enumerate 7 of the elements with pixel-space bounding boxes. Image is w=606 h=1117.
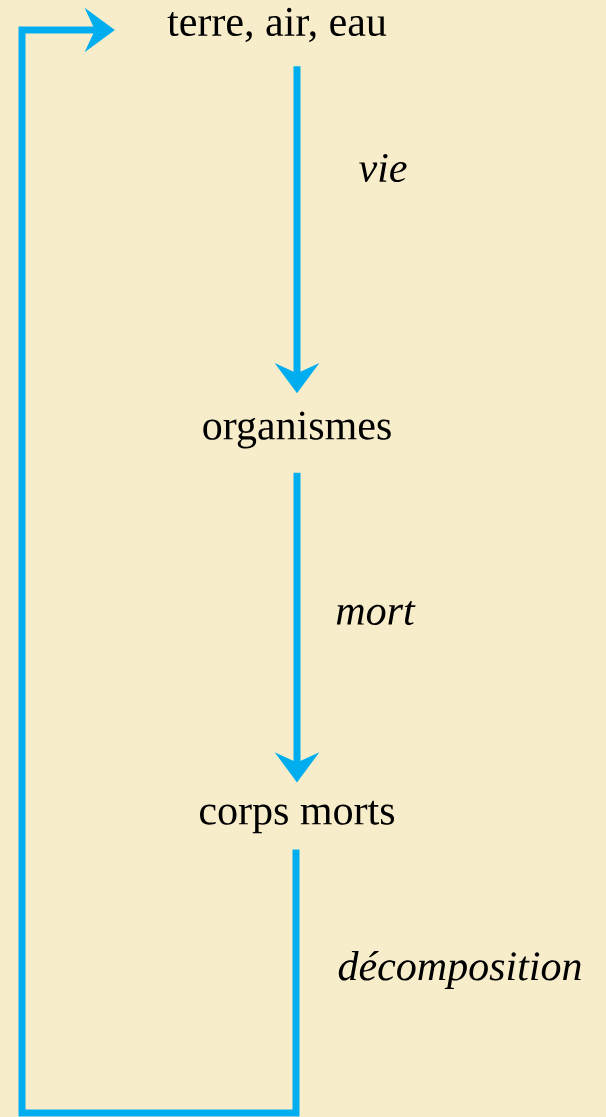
edge-label: vie — [359, 153, 407, 183]
arrow — [18, 7, 300, 1117]
edge-label: décomposition — [338, 950, 581, 990]
node-text: corps morts — [200, 800, 395, 834]
node-text: terre, air, eau — [167, 7, 387, 43]
edge-label: mort — [336, 600, 416, 625]
node-text: organismes — [203, 411, 391, 449]
